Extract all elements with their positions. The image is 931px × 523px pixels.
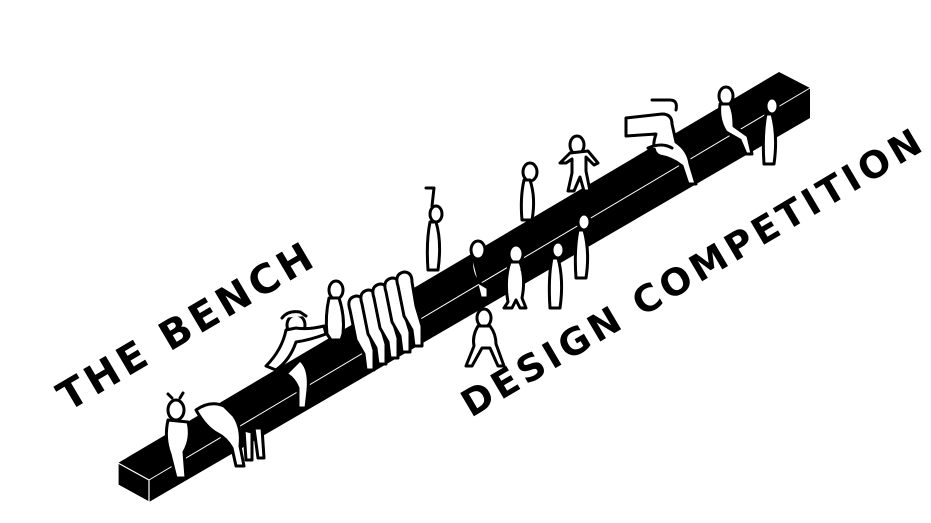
standing-figure-1 (324, 279, 345, 342)
leaning-figure-1 (264, 310, 328, 410)
seated-figure-right (717, 85, 754, 156)
people-figures (164, 85, 780, 480)
seated-group (347, 270, 424, 372)
bench-end-face (117, 461, 150, 504)
standing-figure-4 (547, 240, 566, 310)
standing-figure-arm-up (424, 186, 444, 272)
seated-figure-mid (469, 239, 490, 300)
leaning-figure-2 (624, 98, 698, 186)
standing-figure-3 (519, 161, 539, 222)
walking-figure (558, 134, 600, 193)
crouching-figure (464, 307, 506, 368)
standing-figure-5 (573, 212, 592, 280)
seated-figure-left (164, 391, 191, 480)
draped-figure (194, 402, 266, 468)
standing-figure-right (761, 96, 780, 166)
standing-figure-2 (502, 243, 534, 310)
bench-front-face (149, 88, 810, 502)
